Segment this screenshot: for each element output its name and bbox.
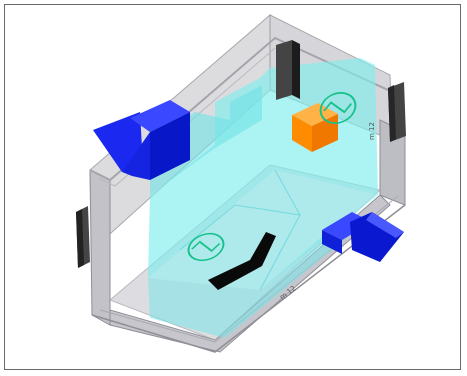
vent-right (388, 82, 406, 142)
enclosure-left-wall (90, 170, 110, 325)
side-wall-label: m 12 (368, 122, 376, 140)
vent-left (76, 206, 90, 268)
vent-back (276, 40, 300, 100)
